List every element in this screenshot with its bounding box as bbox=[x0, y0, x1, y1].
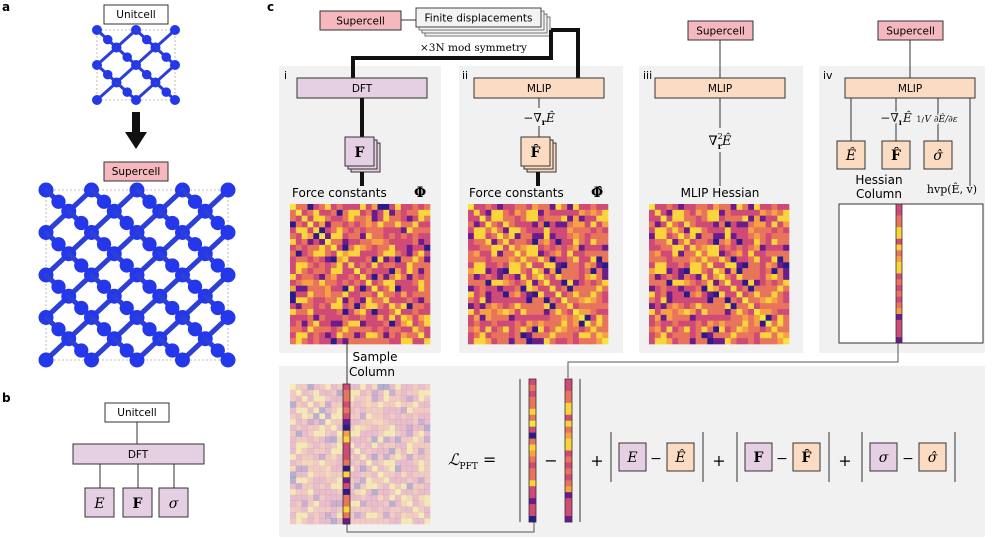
loss-minus-e: − bbox=[650, 451, 662, 467]
down-arrow bbox=[125, 112, 147, 149]
supercell-box-a bbox=[103, 161, 169, 182]
force-hat-box-iv bbox=[881, 140, 911, 170]
stress-hat-symbol-iv: σ̂ bbox=[933, 148, 943, 164]
sublabel-ii: ii bbox=[462, 69, 468, 82]
supercell-label-iii: Supercell bbox=[696, 26, 745, 38]
finite-displacements-label: Finite displacements bbox=[425, 13, 533, 25]
dft-label-i: DFT bbox=[352, 83, 373, 95]
panel-letter-b: b bbox=[2, 391, 11, 405]
sample-column-title-2: Column bbox=[349, 365, 395, 379]
force-constants-title-i: Force constants bbox=[292, 186, 387, 200]
hessian-column-title-1: Hessian bbox=[855, 173, 902, 187]
mlip-label-ii: MLIP bbox=[527, 83, 551, 95]
faded-force-constant-matrix bbox=[290, 383, 431, 525]
energy-hat-symbol-iv: Ê bbox=[845, 146, 856, 164]
stress-hat-box-iv bbox=[923, 140, 953, 170]
force-box-b bbox=[122, 487, 153, 518]
phi-symbol-i: Φ bbox=[414, 185, 426, 201]
sample-column-title-1: Sample bbox=[353, 350, 398, 364]
force-constant-matrix-dft bbox=[290, 204, 431, 345]
loss-name: ℒPFT = bbox=[448, 450, 496, 472]
force-hat-symbol-ii: F̂ bbox=[531, 143, 541, 161]
supercell-label-c: Supercell bbox=[336, 16, 385, 28]
loss-energy-symbol: E bbox=[626, 450, 637, 466]
loss-minus-s: − bbox=[902, 451, 914, 467]
loss-column-pred bbox=[564, 378, 573, 523]
force-symbol-b: F bbox=[133, 496, 143, 512]
hessian-column-title-2: Column bbox=[856, 187, 902, 201]
force-stack-ii bbox=[520, 136, 551, 167]
sublabel-iv: iv bbox=[823, 69, 833, 82]
unitcell-label-b: Unitcell bbox=[117, 407, 156, 419]
loss-stress-symbol: σ bbox=[879, 450, 889, 466]
loss-minus-f: − bbox=[776, 451, 788, 467]
loss-energy-box bbox=[618, 442, 647, 472]
energy-hat-box-iv bbox=[836, 140, 866, 170]
force-stack-i bbox=[344, 136, 375, 167]
loss-stress-box bbox=[869, 442, 898, 472]
connector-sample-to-loss bbox=[346, 520, 535, 533]
finite-displacements-box bbox=[415, 7, 542, 28]
loss-force-box bbox=[744, 442, 773, 472]
force-constants-title-ii: Force constants bbox=[469, 186, 564, 200]
force-constant-matrix-mlip bbox=[468, 204, 609, 345]
phi-hat-symbol-ii: Φ̂ bbox=[591, 185, 603, 201]
neg-grad-label-ii: −∇rÊ bbox=[523, 110, 555, 127]
dft-label-b: DFT bbox=[128, 449, 149, 461]
loss-plus-3: + bbox=[838, 451, 851, 470]
thick-route-dft bbox=[351, 30, 553, 78]
force-hat-symbol-iv: F̂ bbox=[891, 146, 901, 164]
loss-force-hat-symbol: F̂ bbox=[802, 448, 812, 466]
stress-box-b bbox=[158, 487, 189, 518]
sublabel-i: i bbox=[284, 69, 287, 82]
loss-stress-hat-symbol: σ̂ bbox=[928, 450, 938, 466]
stress-symbol-b: σ bbox=[169, 496, 179, 512]
mlip-hessian-title: MLIP Hessian bbox=[681, 186, 760, 200]
neg-grad-label-iv: −∇rÊ bbox=[880, 110, 912, 127]
displacement-count: ×3N mod symmetry bbox=[420, 42, 527, 54]
mlip-label-iv: MLIP bbox=[898, 83, 922, 95]
supercell-label-a: Supercell bbox=[112, 166, 161, 178]
stress-operator-label: 1/V ∂Ê/∂ε bbox=[916, 113, 957, 125]
unitcell-box-a bbox=[103, 4, 169, 25]
loss-energy-hat-symbol: Ê bbox=[674, 448, 685, 466]
mlip-hessian-matrix bbox=[649, 204, 790, 345]
connector-hessian-to-loss bbox=[567, 343, 899, 378]
loss-stress-hat-box bbox=[918, 442, 947, 472]
supercell-label-iv: Supercell bbox=[886, 26, 935, 38]
sublabel-iii: iii bbox=[643, 69, 652, 82]
unitcell-label-a: Unitcell bbox=[116, 9, 155, 21]
panel-letter-c: c bbox=[267, 0, 274, 14]
loss-column-target bbox=[528, 378, 537, 523]
hvp-label: hvp(Ê, v) bbox=[927, 182, 977, 196]
supercell-crystal bbox=[38, 182, 236, 368]
hessian-column-frame bbox=[838, 203, 984, 344]
energy-box-b bbox=[84, 487, 115, 518]
force-symbol-i: F bbox=[355, 145, 365, 161]
mlip-box-iv bbox=[844, 77, 976, 99]
mlip-label-iii: MLIP bbox=[708, 83, 732, 95]
hessian-column-strip bbox=[895, 203, 903, 344]
loss-force-symbol: F bbox=[754, 450, 764, 466]
loss-plus-1: + bbox=[590, 451, 603, 470]
loss-force-hat-box bbox=[792, 442, 821, 472]
loss-energy-hat-box bbox=[666, 442, 695, 472]
unitcell-crystal bbox=[92, 25, 180, 105]
panel-letter-a: a bbox=[2, 0, 10, 14]
energy-symbol-b: E bbox=[93, 496, 104, 512]
loss-minus-1: − bbox=[544, 451, 557, 470]
thick-route-mlip bbox=[551, 28, 580, 78]
loss-plus-2: + bbox=[712, 451, 725, 470]
